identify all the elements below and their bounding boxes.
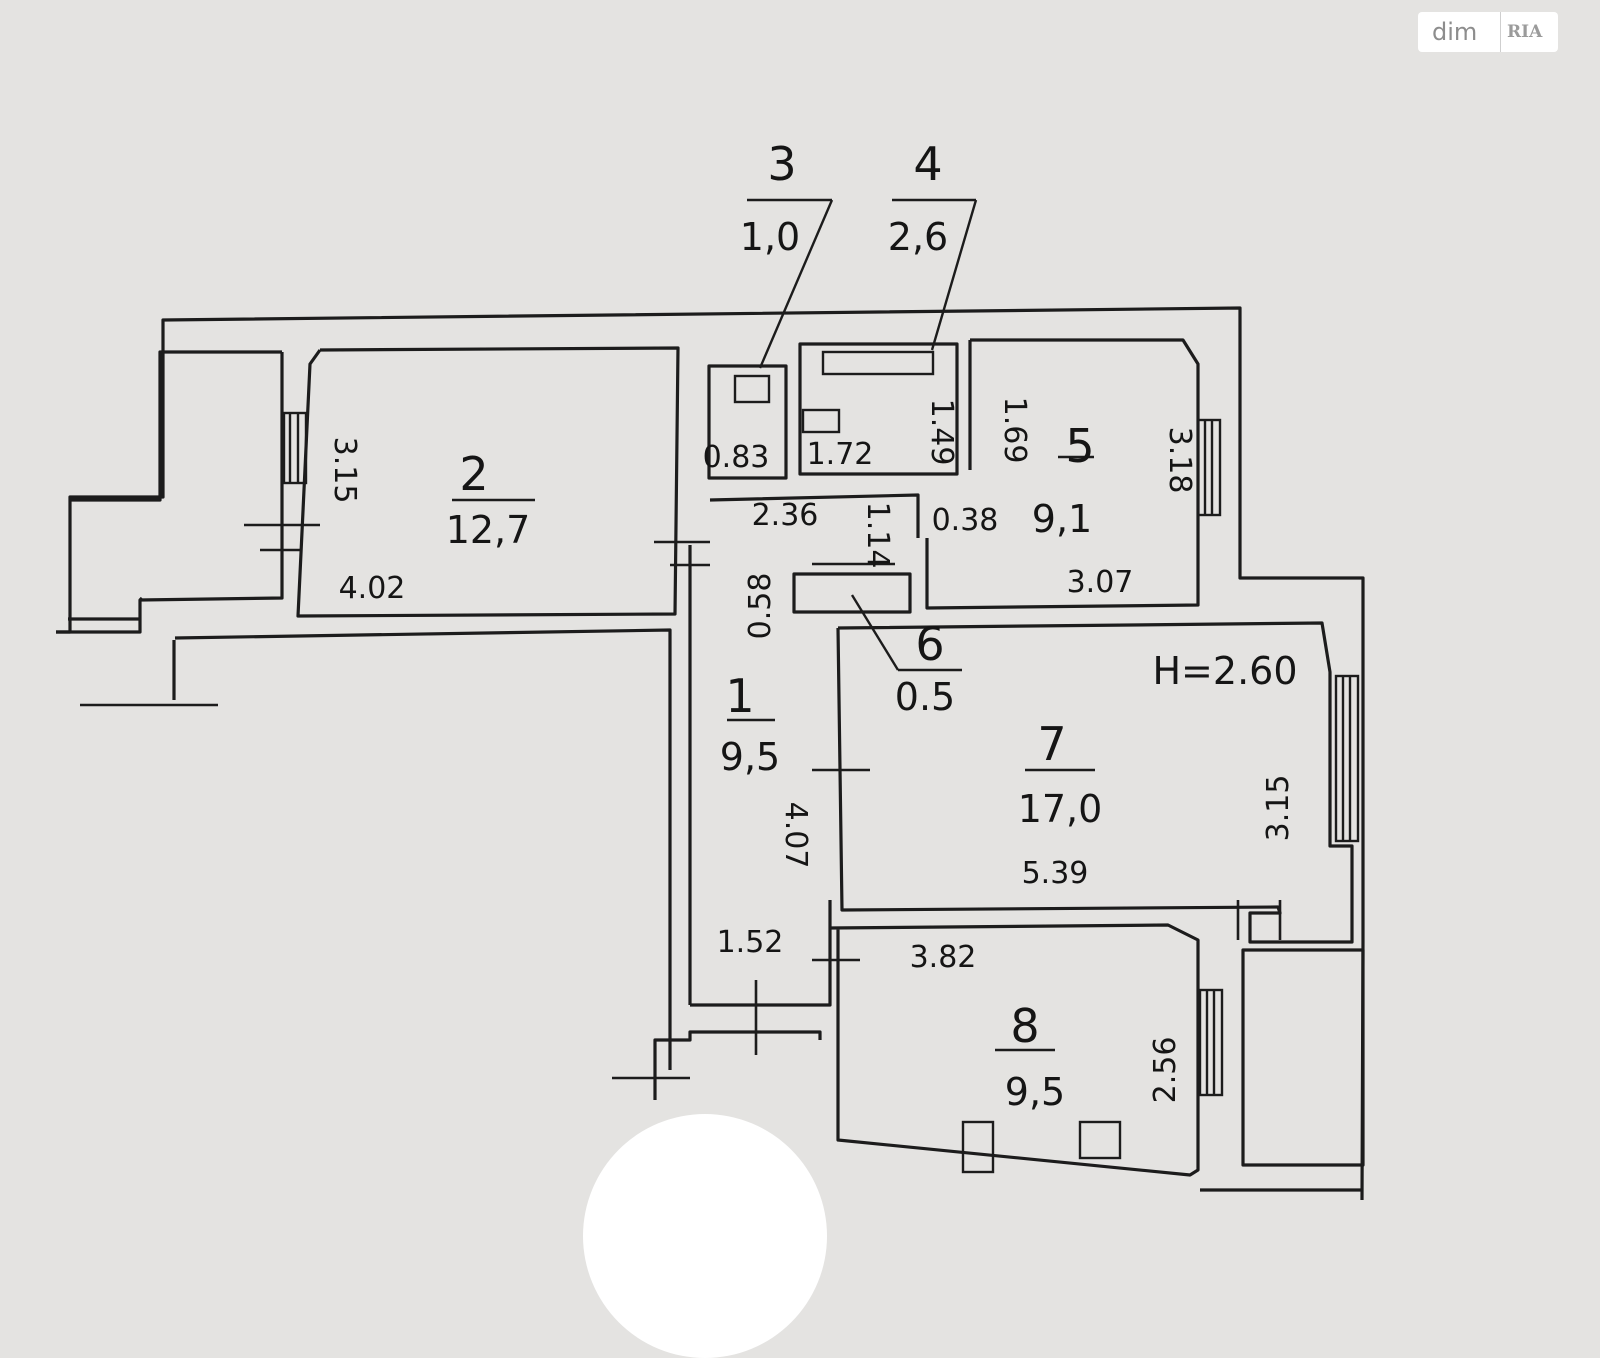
room-number: 5 (1065, 419, 1094, 473)
dimension-label: 4.02 (339, 571, 406, 606)
dimension-label: 1.14 (860, 502, 895, 569)
dimension-label: 1.49 (924, 399, 959, 466)
dimension-label: 3.07 (1067, 565, 1134, 600)
leader-lines (747, 198, 978, 672)
stove-fixture (1078, 1120, 1122, 1160)
dimension-label: 2.56 (1148, 1037, 1183, 1104)
dimension-label: 5.39 (1022, 856, 1089, 891)
watermark-brand: dim (1432, 18, 1478, 46)
dimension-label: 0.58 (743, 573, 778, 640)
dimension-label: 2.36 (752, 498, 819, 533)
bathtub-fixture (821, 350, 935, 376)
room-3-walls (707, 364, 788, 480)
room-area: 17,0 (1018, 787, 1103, 831)
dimension-label: 0.83 (703, 440, 770, 475)
watermark-mark: RIA (1500, 12, 1542, 52)
area-dividers (452, 455, 1095, 1052)
room-number: 1 (725, 669, 754, 723)
room-area: 9,5 (1005, 1070, 1065, 1114)
room-number: 2 (459, 447, 488, 501)
room-area: 2,6 (888, 215, 948, 259)
dimension-label: 3.15 (327, 437, 362, 504)
dimension-label: 0.38 (932, 503, 999, 538)
room-number: 3 (767, 137, 796, 191)
dimension-label: 3.15 (1261, 775, 1296, 842)
room-4-walls (798, 342, 959, 476)
watermark-logo: dim RIA (1418, 12, 1558, 52)
room-number: 7 (1037, 717, 1066, 771)
room-number: 8 (1010, 999, 1039, 1053)
dimension-label: 1.69 (997, 397, 1032, 464)
dimension-label: 4.07 (778, 802, 813, 869)
dimension-labels: 3.15 4.02 0.83 1.72 1.49 1.69 3.18 2.36 … (327, 397, 1296, 1104)
dimension-label: 3.18 (1162, 427, 1197, 494)
sink-fixture (801, 408, 841, 434)
room-numbers: 1 2 3 4 5 6 7 8 (459, 137, 1094, 1053)
room-area: 0.5 (895, 675, 955, 719)
dimension-label: 3.82 (910, 940, 977, 975)
room-area: 9,5 (720, 735, 780, 779)
room-area: 1,0 (740, 215, 800, 259)
dimension-label: 1.72 (807, 437, 874, 472)
windows (282, 411, 1360, 1097)
room-area: 9,1 (1032, 497, 1092, 541)
floor-plan: 1 2 3 4 5 6 7 8 9,5 12,7 1,0 2,6 9,1 0.5… (56, 137, 1365, 1200)
room-area: 12,7 (446, 508, 531, 552)
fixtures (733, 350, 1122, 1174)
ceiling-height-label: H=2.60 (1152, 649, 1297, 693)
kitchen-sink-fixture (961, 1120, 995, 1174)
room-number: 6 (915, 617, 944, 671)
dimension-label: 1.52 (717, 925, 784, 960)
room-areas: 9,5 12,7 1,0 2,6 9,1 0.5 17,0 9,5 (446, 215, 1103, 1114)
white-blob (583, 1114, 827, 1358)
room-number: 4 (913, 137, 942, 191)
toilet-fixture (733, 374, 771, 404)
door-ticks (80, 523, 1282, 1080)
